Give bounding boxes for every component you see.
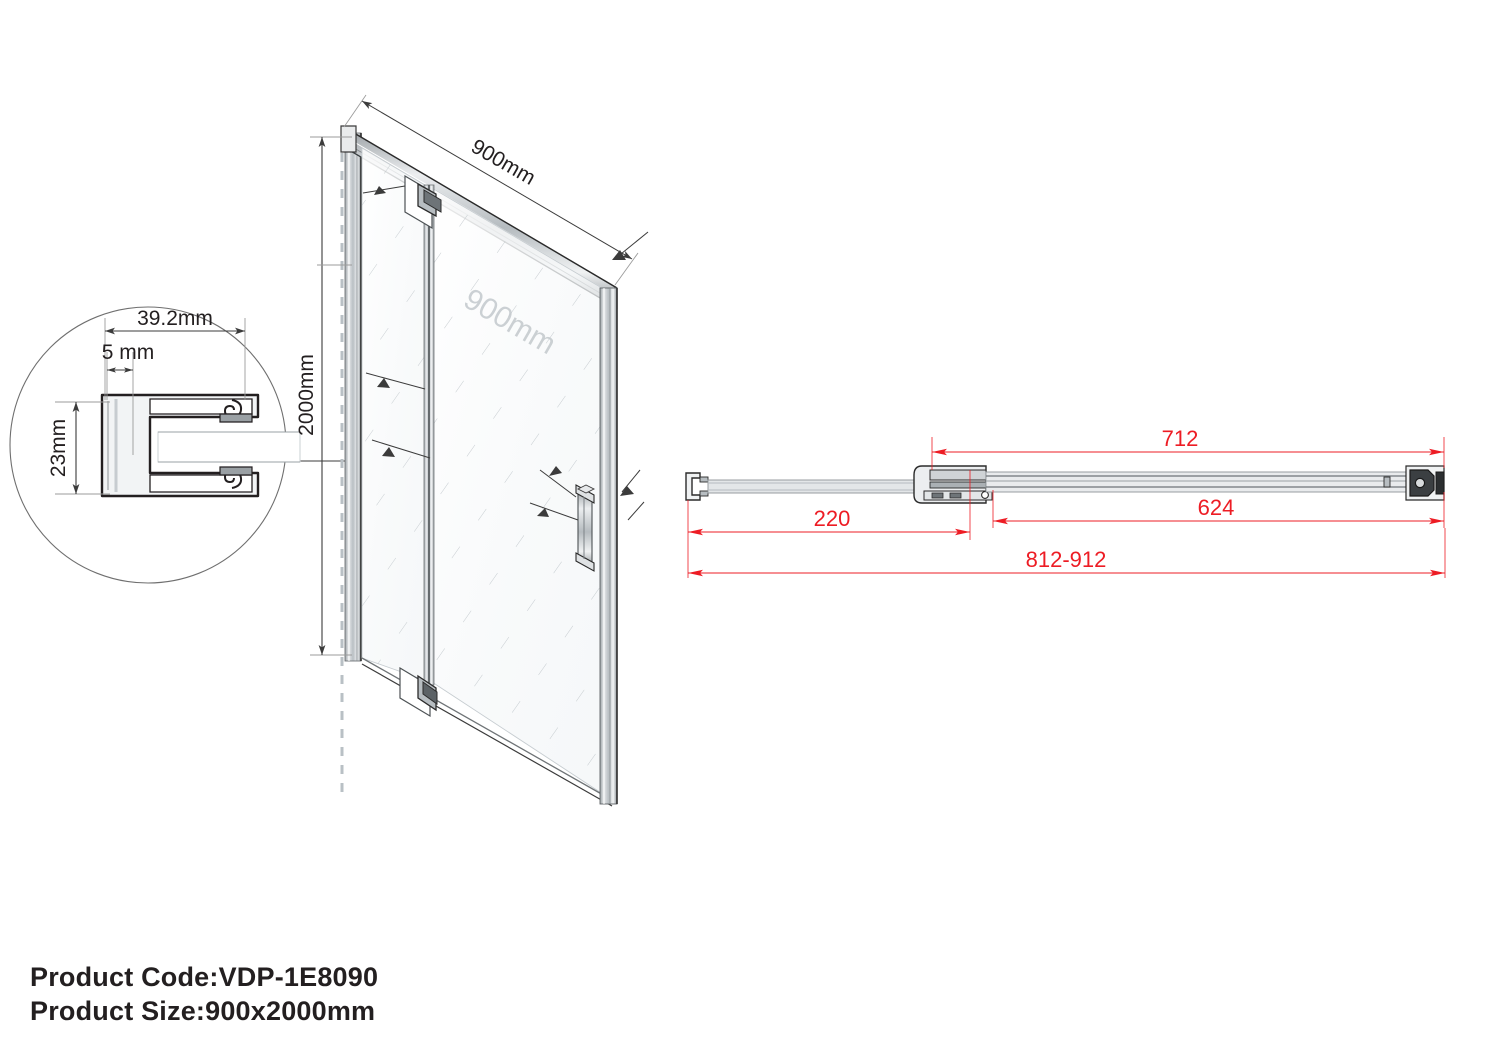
product-size-text: Product Size:900x2000mm: [30, 996, 376, 1026]
dim-220-group: 220: [687, 470, 971, 540]
dim-2000mm-group: 2000mm: [295, 136, 352, 656]
dim-712-group: 712: [931, 426, 1445, 470]
fixed-glass-panel: [361, 147, 431, 683]
dim-2000mm-label: 2000mm: [295, 354, 318, 436]
plan-view-group: 712 220 624 812-912: [685, 426, 1446, 578]
track-rail-plan: [985, 471, 1407, 493]
profile-cross-section: [100, 393, 301, 498]
detail-dim-height-label: 23mm: [47, 419, 70, 477]
wall-u-profile: [685, 472, 709, 501]
detail-dim-thickness-label: 5 mm: [102, 341, 155, 364]
door-handle: [575, 484, 595, 572]
iso-cube-marker: [576, 484, 596, 494]
dim-39-2mm-group: [104, 318, 246, 400]
dim-712-label: 712: [1162, 426, 1199, 451]
end-bracket: [1405, 465, 1445, 501]
fixed-panel-plan: [707, 479, 921, 494]
dim-812-912-group: 812-912: [687, 528, 1446, 578]
sliding-glass-panel: [361, 187, 613, 807]
elevation-view-group: 900mm: [295, 94, 649, 807]
detail-circle-group: 39.2mm 5 mm 23mm: [9, 306, 345, 584]
title-block: Product Code:VDP-1E8090 Product Size:900…: [30, 960, 378, 1028]
dim-220-label: 220: [814, 506, 851, 531]
dim-23mm-group: [55, 401, 110, 495]
dim-624-group: 624: [992, 490, 1445, 528]
dim-900mm-label: 900mm: [467, 135, 539, 190]
detail-dim-width-label: 39.2mm: [137, 307, 213, 330]
product-code-text: Product Code:VDP-1E8090: [30, 962, 379, 992]
dim-5mm-group: [106, 352, 134, 455]
roller-carriage: [913, 465, 993, 504]
wall-jamb-profile: [340, 132, 362, 800]
center-mullion: [423, 184, 435, 686]
dim-624-label: 624: [1198, 495, 1235, 520]
dim-812-912-label: 812-912: [1026, 547, 1107, 572]
right-stile-profile: [599, 287, 618, 805]
bottom-guide-bracket: [399, 666, 438, 718]
